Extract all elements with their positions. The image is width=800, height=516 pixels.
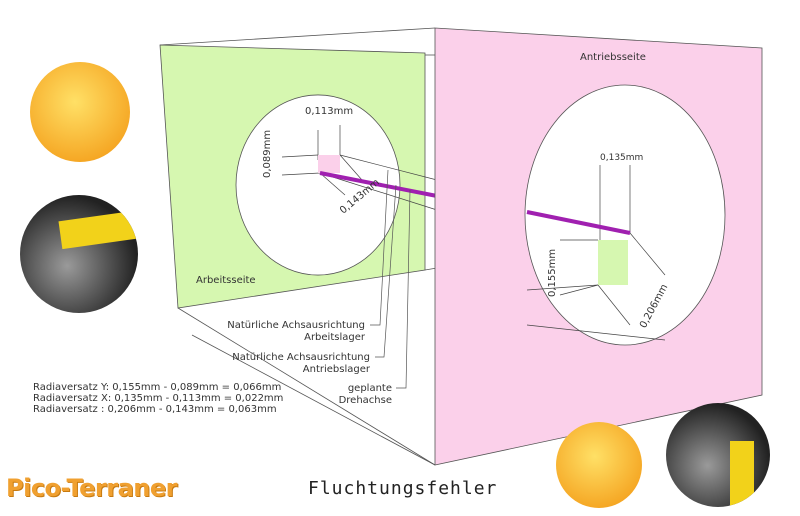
drive-side-face bbox=[434, 27, 763, 466]
calc-y: Radiaversatz Y: 0,155mm - 0,089mm = 0,06… bbox=[33, 382, 282, 393]
calc-x: Radiaversatz X: 0,135mm - 0,113mm = 0,02… bbox=[33, 393, 284, 404]
drive-x-dimension: 0,135mm bbox=[600, 153, 644, 163]
brand-logo: Pico-Terraner bbox=[6, 474, 178, 502]
callout-drive-bearing: Natürliche Achsausrichtung Antriebslager bbox=[205, 352, 370, 376]
callout-line: Natürliche Achsausrichtung bbox=[227, 320, 365, 331]
box-top-edge bbox=[159, 27, 436, 46]
measuring-tape-photo bbox=[20, 195, 138, 313]
work-y-dimension: 0,089mm bbox=[262, 129, 273, 178]
bearing-measurement-photo bbox=[666, 403, 770, 507]
sick-emoji-icon bbox=[556, 422, 642, 508]
work-side-label: Arbeitsseite bbox=[196, 275, 256, 286]
box-bottom-edge bbox=[177, 307, 436, 466]
drive-side-label: Antriebsseite bbox=[580, 52, 646, 63]
drive-offset-square bbox=[598, 240, 628, 285]
rotation-axis-drive bbox=[526, 210, 631, 235]
diagram-title: Fluchtungsfehler bbox=[308, 478, 498, 499]
work-side-face bbox=[159, 44, 426, 309]
offset-calculations: Radiaversatz Y: 0,155mm - 0,089mm = 0,06… bbox=[33, 382, 283, 415]
rotation-axis bbox=[319, 171, 438, 198]
callout-planned-axis: geplante Drehachse bbox=[300, 383, 392, 407]
drive-y-dimension: 0,155mm bbox=[547, 248, 558, 297]
callout-line: Natürliche Achsausrichtung bbox=[232, 352, 370, 363]
box-bottom-edge-2 bbox=[191, 334, 436, 466]
callout-line: Drehachse bbox=[338, 395, 392, 406]
worried-emoji-icon bbox=[30, 62, 130, 162]
callout-line: Arbeitslager bbox=[304, 332, 365, 343]
calc-r: Radiaversatz : 0,206mm - 0,143mm = 0,063… bbox=[33, 404, 277, 415]
callout-work-bearing: Natürliche Achsausrichtung Arbeitslager bbox=[200, 320, 365, 344]
work-offset-square bbox=[318, 155, 340, 173]
callout-line: Antriebslager bbox=[302, 364, 370, 375]
work-x-dimension: 0,113mm bbox=[305, 106, 354, 117]
callout-line: geplante bbox=[347, 383, 392, 394]
